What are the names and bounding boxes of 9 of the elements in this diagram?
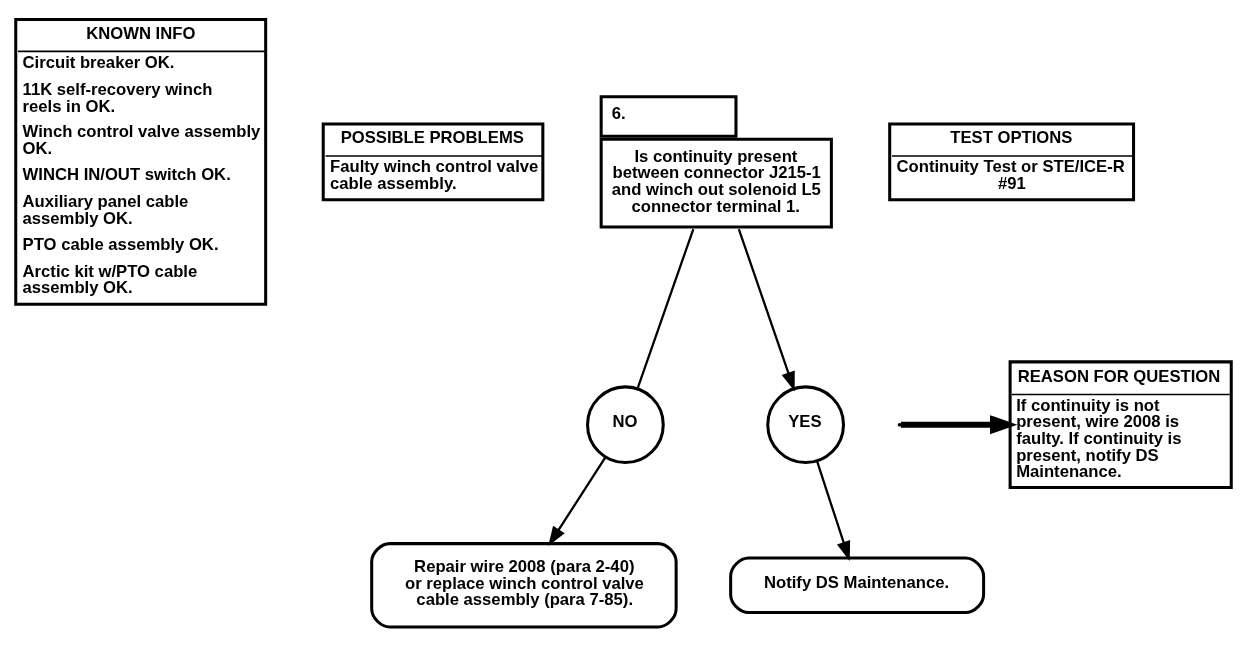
- node-circle: YES: [766, 385, 845, 465]
- arrow: [816, 460, 851, 561]
- node-circle: NO: [586, 385, 665, 465]
- node-box: Repair wire 2008 (para 2-40) or replace winch control valve cable assembly (para 7-85).: [370, 542, 678, 629]
- arrow: [548, 456, 607, 547]
- connector: [636, 228, 695, 390]
- arrow: [737, 228, 795, 392]
- node-box: Notify DS Maintenance.: [729, 556, 986, 615]
- arrow: [900, 415, 1018, 435]
